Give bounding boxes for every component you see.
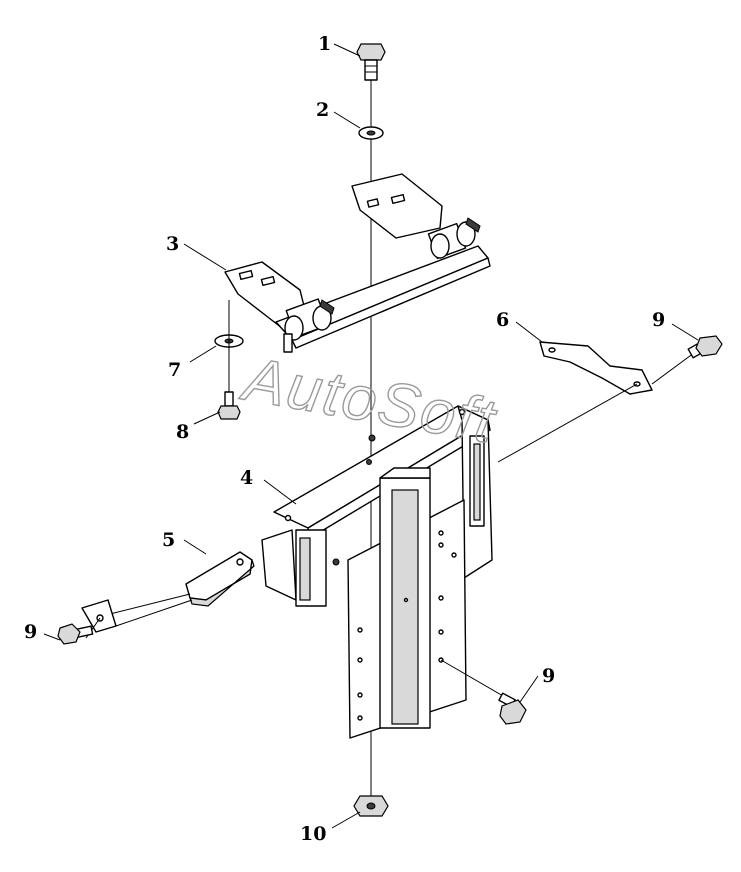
part-1-bolt [356,43,386,81]
part-5-bracket [81,551,255,639]
callout-3: 3 [166,233,179,255]
callout-9-lower: 9 [542,665,555,687]
part-8-bolt [217,391,241,420]
part-4-main-plate [261,405,511,739]
part-6-bracket [497,341,699,463]
leader-lines [43,43,699,829]
part-3-rail-assembly [224,173,491,353]
part-2-washer [358,126,384,140]
part-9-bolt-left [57,623,94,645]
callout-10: 10 [300,823,326,845]
callout-4: 4 [240,467,253,489]
callout-9-left: 9 [24,621,37,643]
callout-2: 2 [316,99,329,121]
watermark-text: AutoSoft [235,344,502,457]
callout-5: 5 [162,529,175,551]
callout-9-upper: 9 [652,309,665,331]
callout-6: 6 [496,309,509,331]
callout-1: 1 [318,33,331,55]
part-7-washer [214,300,244,392]
callout-8: 8 [176,421,189,443]
callout-7: 7 [168,359,181,381]
part-9-bolt-lower [498,692,527,725]
part-9-bolt-upper [687,335,723,359]
part-10-nut [353,795,389,817]
